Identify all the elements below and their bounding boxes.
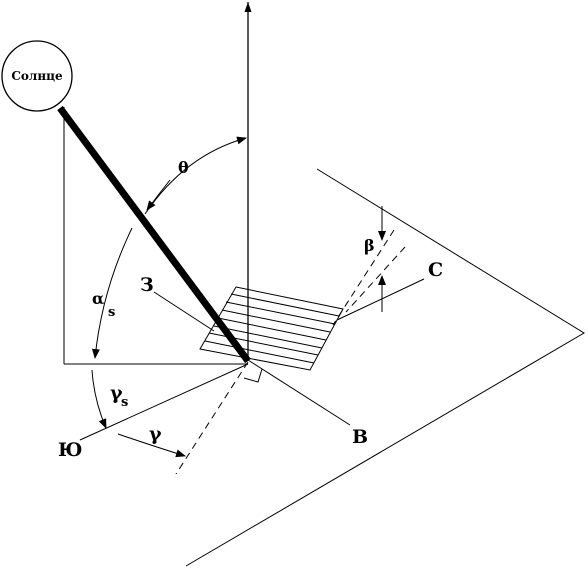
theta-arc-start [146, 179, 171, 211]
gamma-label: γ [149, 423, 162, 445]
north-label: С [428, 259, 443, 281]
gamma-s-arc [91, 369, 107, 429]
south-label: Ю [58, 439, 82, 461]
east-line [247, 359, 351, 426]
alpha-symbol: α [92, 289, 104, 308]
sun-label: Солнце [11, 69, 63, 83]
west-line [153, 291, 215, 332]
gamma-s-label: γ [110, 382, 123, 404]
surface-tilt-dashed-b [345, 246, 406, 313]
alpha-subscript: s [108, 305, 115, 320]
theta-label: θ [178, 158, 189, 177]
west-label: З [140, 274, 154, 296]
gamma-arc [117, 433, 186, 458]
east-label: В [352, 426, 368, 448]
alpha-arc [91, 227, 133, 359]
sun-circle [1, 40, 73, 112]
theta-arc [144, 136, 247, 215]
surface-azimuth-dashed [175, 361, 249, 475]
right-angle-marker [243, 368, 263, 383]
sun-ray [57, 105, 251, 364]
alpha-label: α [92, 289, 104, 308]
surface-tilt-dashed-a [332, 229, 395, 326]
zenith-arrowhead [244, 2, 252, 12]
south-line [79, 363, 249, 441]
beta-label: β [364, 236, 375, 255]
north-line [336, 278, 425, 321]
ground-plane [185, 168, 585, 567]
gamma-s-subscript: s [121, 395, 128, 410]
